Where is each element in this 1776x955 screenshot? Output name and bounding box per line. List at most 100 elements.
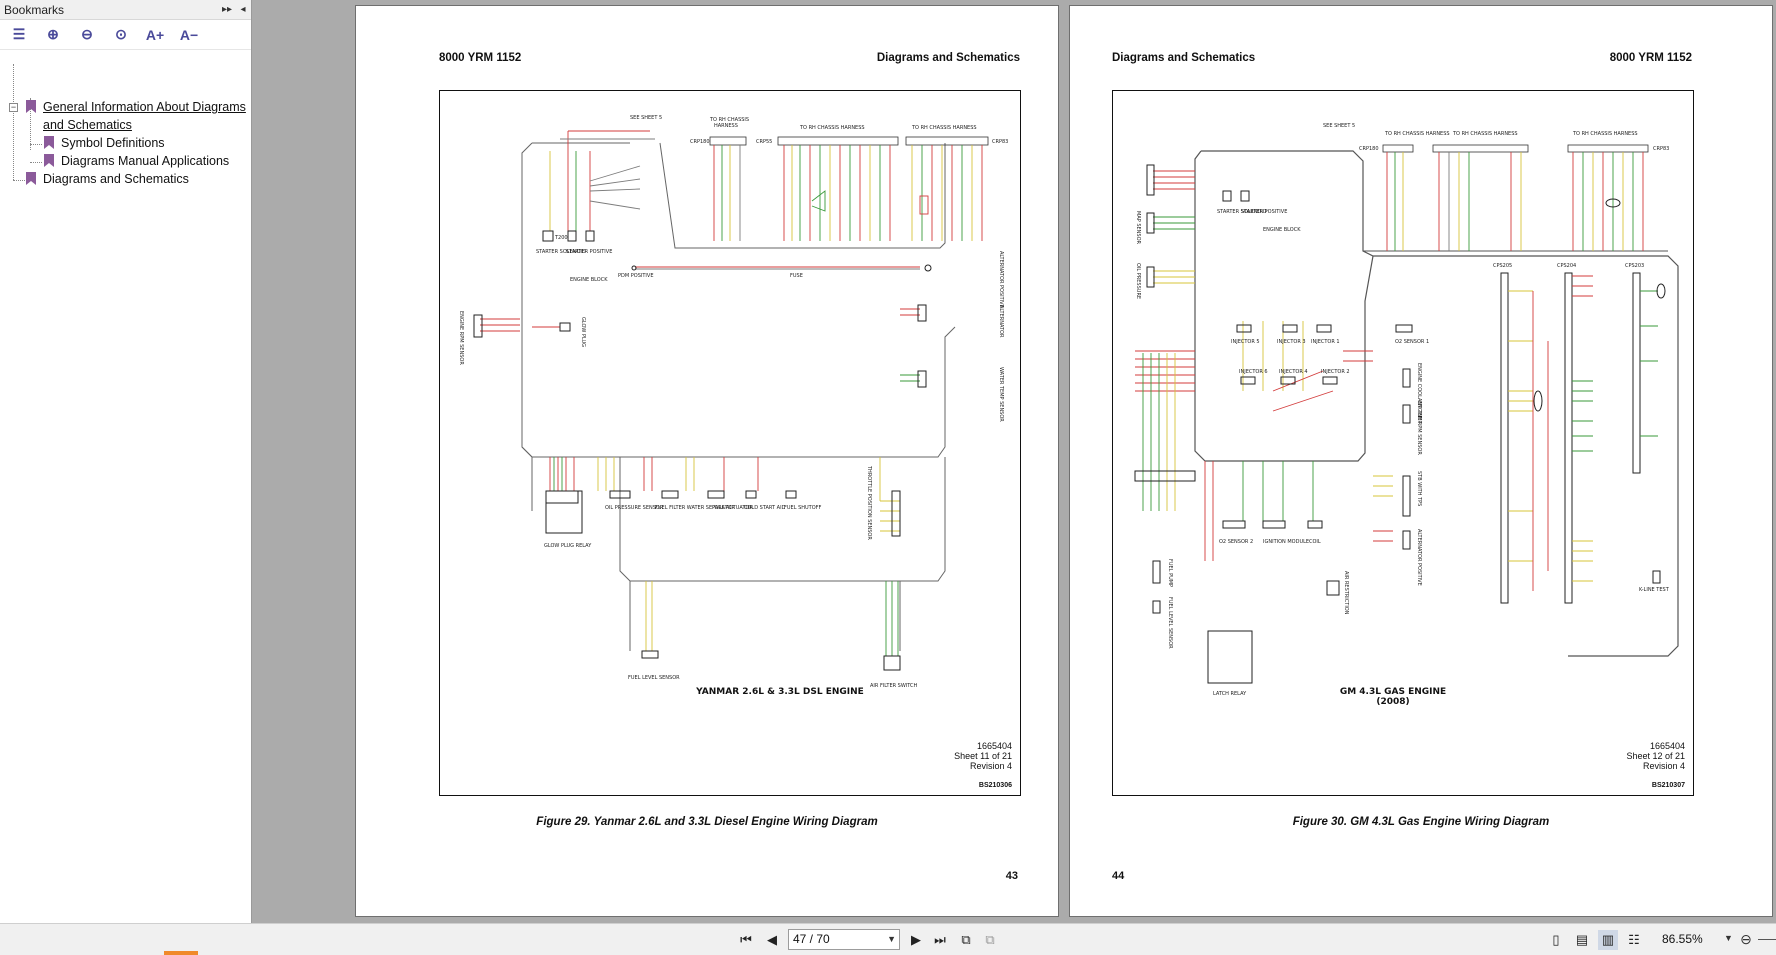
bookmark-label: and Schematics <box>43 118 132 132</box>
find-bookmark-icon[interactable]: ⊙ <box>115 26 127 42</box>
taskbar-indicator <box>164 951 198 955</box>
label-to-rh-chassis-harness-2: TO RH CHASSIS HARNESS <box>911 125 977 131</box>
zoom-level[interactable]: 86.55% <box>1662 932 1703 946</box>
engine-rpm-sensor-connector <box>473 314 483 338</box>
increase-text-size-icon[interactable]: A+ <box>145 26 165 43</box>
options-list-icon[interactable]: ☰ <box>12 26 26 42</box>
label-air-restriction: AIR RESTRICTION <box>1343 571 1349 615</box>
fit-width-icon[interactable]: ⧉ <box>985 932 995 947</box>
bookmark-item-symbol-definitions[interactable]: Symbol Definitions <box>44 134 165 152</box>
page-header-right: 8000 YRM 1152 <box>1609 52 1692 64</box>
last-page-icon[interactable]: ⏭ <box>934 932 946 947</box>
label-glow-plug: GLOW PLUG <box>580 317 586 347</box>
tree-line <box>30 162 42 163</box>
chevron-down-icon[interactable]: ▼ <box>887 934 896 944</box>
pdf-page-44: Diagrams and Schematics 8000 YRM 1152 <box>1069 5 1773 917</box>
yanmar-wiring-diagram: SEE SHEET 5 TO RH CHASSIS HARNESS TO RH … <box>458 115 1008 689</box>
fit-page-icon[interactable]: ⧉ <box>961 932 971 947</box>
label-injector-1: INJECTOR 1 <box>1311 339 1340 345</box>
bookmark-icon <box>26 100 36 113</box>
label-o2-sensor-1: O2 SENSOR 1 <box>1395 339 1429 345</box>
label-to-rh-chassis-harness: TO RH CHASSIS HARNESS <box>1384 131 1450 137</box>
page-header-left: 8000 YRM 1152 <box>439 52 522 64</box>
zoom-out-icon[interactable]: ⊖ <box>1740 930 1752 947</box>
tree-line <box>13 64 14 180</box>
label-alternator-positive: ALTERNATOR POSITIVE <box>998 251 1004 308</box>
page-number: 44 <box>1112 870 1125 882</box>
figure-caption: Figure 29. Yanmar 2.6L and 3.3L Diesel E… <box>536 816 878 828</box>
label-t200: T200 <box>554 235 568 241</box>
bs-number: BS210307 <box>1651 782 1685 789</box>
label-engine-rpm-sensor: ENGINE RPM SENSOR <box>458 311 464 365</box>
cps203-strip <box>1632 272 1641 474</box>
tree-line <box>30 144 42 145</box>
expand-panel-icon[interactable]: ▸▸ <box>221 4 233 15</box>
bookmark-label: Diagrams Manual Applications <box>61 154 230 168</box>
sheet-info: 1665404 Sheet 12 of 21 Revision 4 <box>1626 741 1685 771</box>
connector-crp83 <box>905 136 989 146</box>
figure-caption: Figure 30. GM 4.3L Gas Engine Wiring Dia… <box>1292 816 1550 828</box>
label-glow-plug-relay: GLOW PLUG RELAY <box>544 543 592 549</box>
bs-number: BS210306 <box>978 782 1012 789</box>
label-fuse: FUSE <box>790 273 803 279</box>
label-to-rh-chassis: TO RH CHASSIS <box>709 117 749 123</box>
page-number-input[interactable]: 47 / 70 ▼ <box>788 929 900 950</box>
chevron-down-icon[interactable]: ▼ <box>1724 933 1733 943</box>
sheet-info: 1665404 Sheet 11 of 21 Revision 4 <box>954 741 1012 771</box>
label-harness: HARNESS <box>714 123 738 129</box>
zoom-slider[interactable] <box>1758 939 1776 940</box>
expand-bookmark-icon[interactable]: ⊕ <box>47 26 59 42</box>
cps204-strip <box>1564 272 1573 604</box>
sheet-revision: Revision 4 <box>1642 761 1685 771</box>
label-injector-3: INJECTOR 3 <box>1277 339 1306 345</box>
bookmark-label: Diagrams and Schematics <box>43 172 189 186</box>
sheet-number: 1665404 <box>976 741 1012 751</box>
continuous-view-icon[interactable]: ▤ <box>1575 932 1589 947</box>
bookmark-icon <box>44 154 54 167</box>
bookmark-item-general-information[interactable]: General Information About Diagrams and S… <box>26 98 246 132</box>
two-page-view-icon[interactable]: ▥ <box>1598 930 1618 950</box>
connector-crp180 <box>709 136 747 146</box>
label-engine-block: ENGINE BLOCK <box>570 277 608 283</box>
label-pull-actuator: PULL ACTUATOR <box>712 505 753 511</box>
label-k-line-test: K-LINE TEST <box>1639 587 1670 593</box>
label-crp83: CRP83 <box>1653 146 1669 152</box>
bookmarks-toolbar: ☰ ⊕ ⊖ ⊙ A+ A− <box>0 20 251 50</box>
label-to-rh-chassis-harness: TO RH CHASSIS HARNESS <box>799 125 865 131</box>
collapse-panel-icon[interactable]: ◂ <box>240 4 246 15</box>
bookmark-item-diagrams-manual-applications[interactable]: Diagrams Manual Applications <box>44 152 229 170</box>
sheet-count: Sheet 12 of 21 <box>1626 751 1685 761</box>
diagram-title-line2: (2008) <box>1376 697 1410 707</box>
label-alternator: ALTERNATOR <box>998 305 1004 338</box>
bookmark-label: Symbol Definitions <box>61 136 165 150</box>
label-crp55: CRP55 <box>756 139 772 145</box>
previous-page-icon[interactable]: ◀ <box>767 932 777 947</box>
label-stb-with-tps: STB WITH TPS <box>1416 471 1422 506</box>
label-starter-solenoid: STARTER SOLENOID <box>1217 209 1267 215</box>
t200-terminal <box>542 230 554 242</box>
decrease-text-size-icon[interactable]: A− <box>179 26 199 43</box>
next-page-icon[interactable]: ▶ <box>911 932 921 947</box>
gm-wiring-diagram: SEE SHEET 5 TO RH CHASSIS HARNESS TO RH … <box>1134 123 1679 697</box>
label-starter-solenoid: STARTER SOLENOID <box>536 249 586 255</box>
label-injector-5: INJECTOR 5 <box>1231 339 1260 345</box>
cps205-strip <box>1500 272 1509 604</box>
connector-crp55 <box>777 136 899 146</box>
collapse-node-icon[interactable]: − <box>9 102 18 112</box>
pdf-page-43: 8000 YRM 1152 Diagrams and Schematics <box>355 5 1059 917</box>
label-latch-relay: LATCH RELAY <box>1213 691 1247 697</box>
label-see-sheet: SEE SHEET 5 <box>1323 123 1355 129</box>
label-water-temp-sensor: WATER TEMP SENSOR <box>998 367 1004 422</box>
label-see-sheet: SEE SHEET 5 <box>630 115 662 121</box>
first-page-icon[interactable]: ⏮ <box>740 932 752 947</box>
single-page-view-icon[interactable]: ▯ <box>1552 932 1560 947</box>
two-page-continuous-icon[interactable]: ☷ <box>1628 932 1640 947</box>
bookmark-item-diagrams-and-schematics[interactable]: Diagrams and Schematics <box>26 170 189 188</box>
label-pdm-positive: PDM POSITIVE <box>618 273 653 279</box>
water-temp-connector <box>917 370 927 388</box>
collapse-bookmark-icon[interactable]: ⊖ <box>81 26 93 42</box>
glow-plug-relay-box <box>545 490 583 534</box>
label-oil-pressure: OIL PRESSURE <box>1135 263 1141 299</box>
label-crp180: CRP180 <box>1359 146 1379 152</box>
label-cps203: CPS203 <box>1625 263 1644 269</box>
